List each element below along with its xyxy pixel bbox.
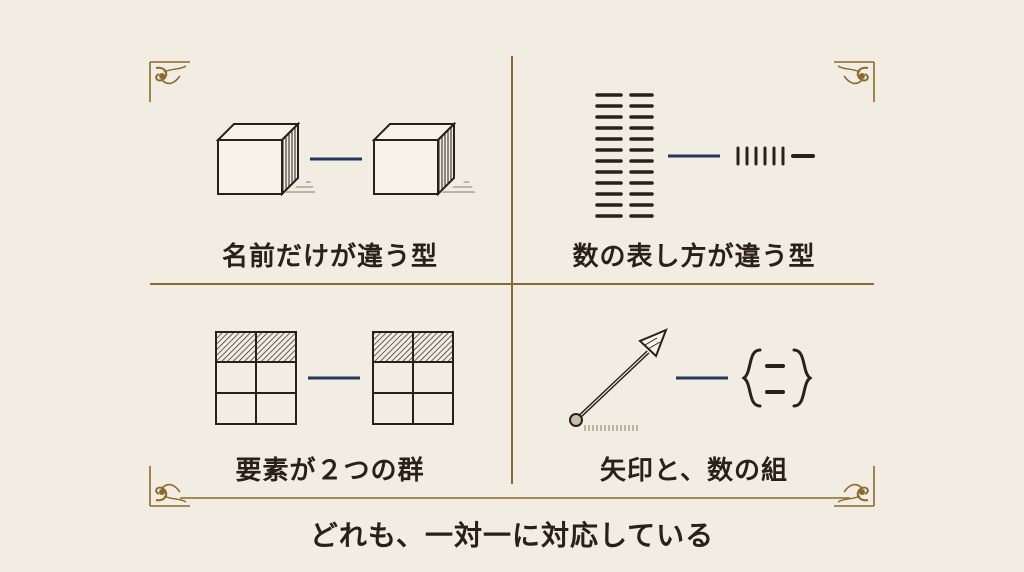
grid-icon xyxy=(372,331,454,425)
cube-icon xyxy=(215,121,316,197)
arrow-icon xyxy=(569,328,668,431)
caption-representation-type: 数の表し方が違う型 xyxy=(572,242,816,272)
summary-statement: どれも、一対一に対応している xyxy=(309,519,715,552)
compact-tally-icon xyxy=(736,146,815,166)
tally-bars-icon xyxy=(595,93,654,218)
caption-two-element-group: 要素が２つの群 xyxy=(235,456,425,486)
grid-icon xyxy=(215,331,297,425)
caption-arrow-number-pair: 矢印と、数の組 xyxy=(600,456,788,486)
brace-pair-icon xyxy=(741,348,813,408)
caption-renamed-type: 名前だけが違う型 xyxy=(221,242,438,272)
cube-icon xyxy=(371,121,476,197)
